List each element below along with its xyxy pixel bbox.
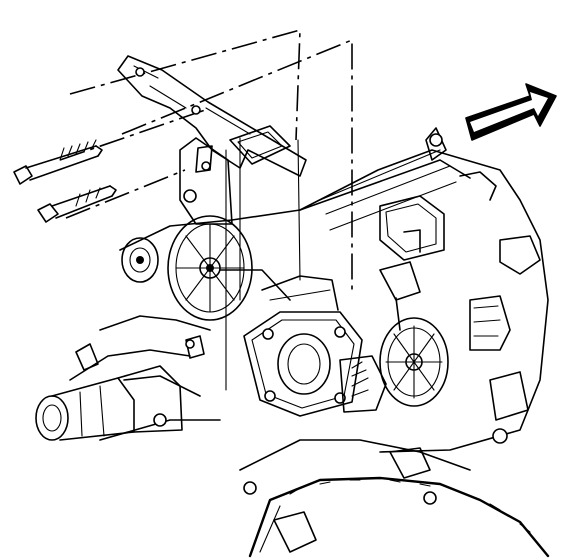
front-arrow bbox=[465, 83, 557, 141]
engine-block bbox=[69, 127, 549, 453]
left-pulley bbox=[121, 215, 253, 321]
upper-bolt bbox=[13, 139, 103, 185]
bracket-assembly bbox=[117, 55, 307, 225]
timing-chain bbox=[239, 439, 550, 558]
water-outlet bbox=[35, 335, 205, 441]
lower-bolt bbox=[37, 185, 117, 223]
right-pulley bbox=[339, 261, 449, 413]
throttle-body bbox=[243, 275, 363, 417]
